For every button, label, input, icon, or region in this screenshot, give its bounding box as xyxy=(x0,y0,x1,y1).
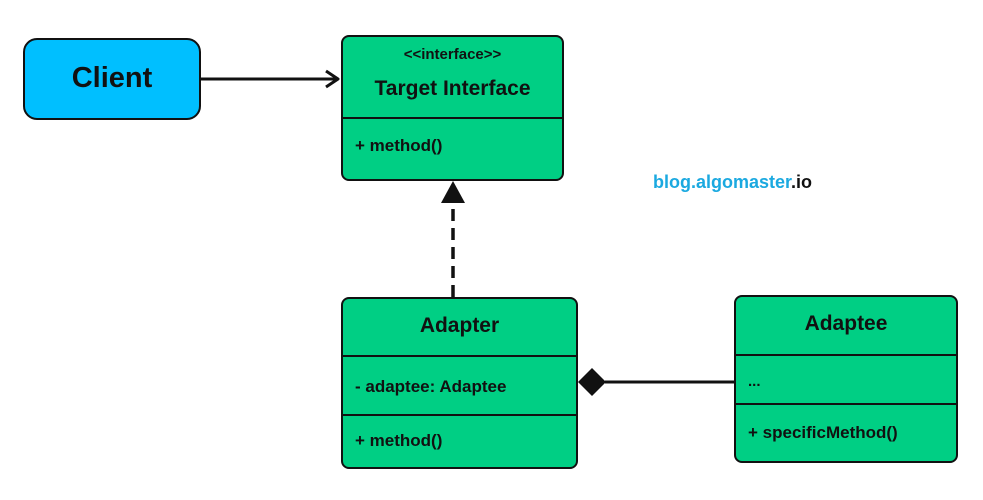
realization-arrowhead xyxy=(441,181,465,203)
association-arrowhead xyxy=(325,69,340,89)
target-interface-box: <<interface>> Target Interface + method(… xyxy=(341,35,564,181)
adapter-title: Adapter xyxy=(419,314,500,337)
target-divider xyxy=(343,117,562,119)
adaptee-method: + specificMethod() xyxy=(748,423,898,442)
adaptee-divider-2 xyxy=(736,403,956,405)
adaptee-divider-1 xyxy=(736,354,956,356)
adapter-method: + method() xyxy=(355,431,443,450)
watermark-part-2: algomaster xyxy=(696,172,792,192)
watermark: blog.algomaster.io xyxy=(653,172,812,193)
client-label: Client xyxy=(71,62,153,94)
adaptee-title: Adaptee xyxy=(804,312,888,335)
target-method: + method() xyxy=(355,136,443,155)
client-box: Client xyxy=(23,38,201,120)
adaptee-field: ... xyxy=(748,373,761,390)
composition-diamond xyxy=(578,368,606,396)
adapter-box: Adapter - adaptee: Adaptee + method() xyxy=(341,297,578,469)
adapter-field: - adaptee: Adaptee xyxy=(355,377,507,396)
adapter-divider-2 xyxy=(343,414,576,416)
target-stereotype: <<interface>> xyxy=(403,46,502,63)
adaptee-box: Adaptee ... + specificMethod() xyxy=(734,295,958,463)
adapter-divider-1 xyxy=(343,355,576,357)
watermark-part-1: blog. xyxy=(653,172,696,192)
target-title: Target Interface xyxy=(374,77,531,100)
watermark-part-3: .io xyxy=(791,172,813,192)
